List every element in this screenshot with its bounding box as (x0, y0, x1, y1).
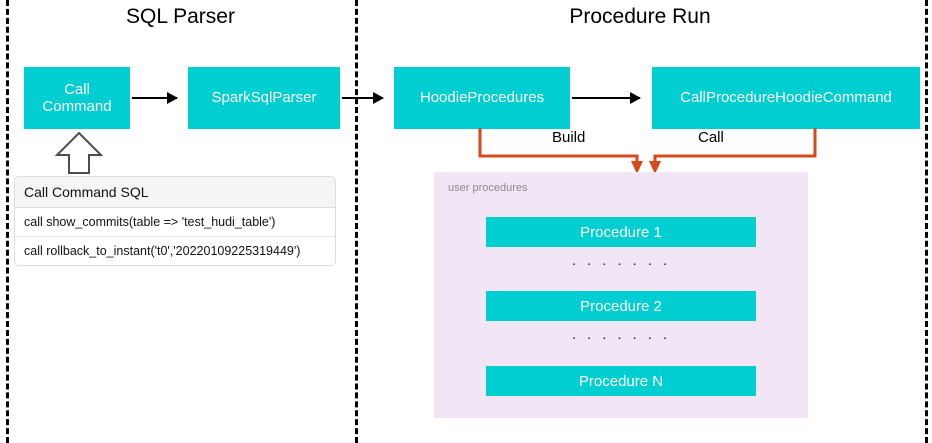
section-divider-right (925, 0, 928, 443)
user-procedures-caption: user procedures (448, 182, 528, 194)
procedure-item[interactable]: Procedure 2 (486, 291, 756, 321)
section-divider-middle (355, 0, 358, 443)
up-arrow-icon (55, 131, 103, 174)
edge-label-call: Call (694, 129, 728, 146)
arrow-call-command-to-spark-sql-parser (132, 92, 178, 104)
node-spark-sql-parser[interactable]: SparkSqlParser (188, 67, 340, 129)
sql-statement-row: call rollback_to_instant('t0','202201092… (15, 237, 335, 265)
section-divider-left (6, 0, 9, 443)
procedure-item[interactable]: Procedure N (486, 366, 756, 396)
build-call-connectors (478, 128, 817, 174)
arrow-hoodie-procedures-to-call-procedure-hoodie-command (572, 92, 641, 104)
edge-label-build: Build (548, 129, 590, 146)
node-call-procedure-hoodie-command[interactable]: CallProcedureHoodieCommand (652, 67, 920, 129)
section-title-procedure-run: Procedure Run (569, 5, 711, 28)
procedure-separator-dots: · · · · · · · (571, 255, 671, 272)
user-procedures-panel: user procedures Procedure 1 · · · · · · … (434, 172, 808, 418)
arrow-spark-sql-parser-to-hoodie-procedures (342, 92, 384, 104)
procedure-item[interactable]: Procedure 1 (486, 217, 756, 247)
call-command-sql-panel: Call Command SQL call show_commits(table… (14, 176, 336, 266)
node-hoodie-procedures[interactable]: HoodieProcedures (394, 67, 570, 129)
sql-statement-row: call show_commits(table => 'test_hudi_ta… (15, 208, 335, 237)
procedure-separator-dots: · · · · · · · (571, 329, 671, 346)
section-title-sql-parser: SQL Parser (126, 5, 235, 28)
sql-panel-header: Call Command SQL (15, 177, 335, 208)
node-call-command[interactable]: Call Command (24, 67, 130, 129)
